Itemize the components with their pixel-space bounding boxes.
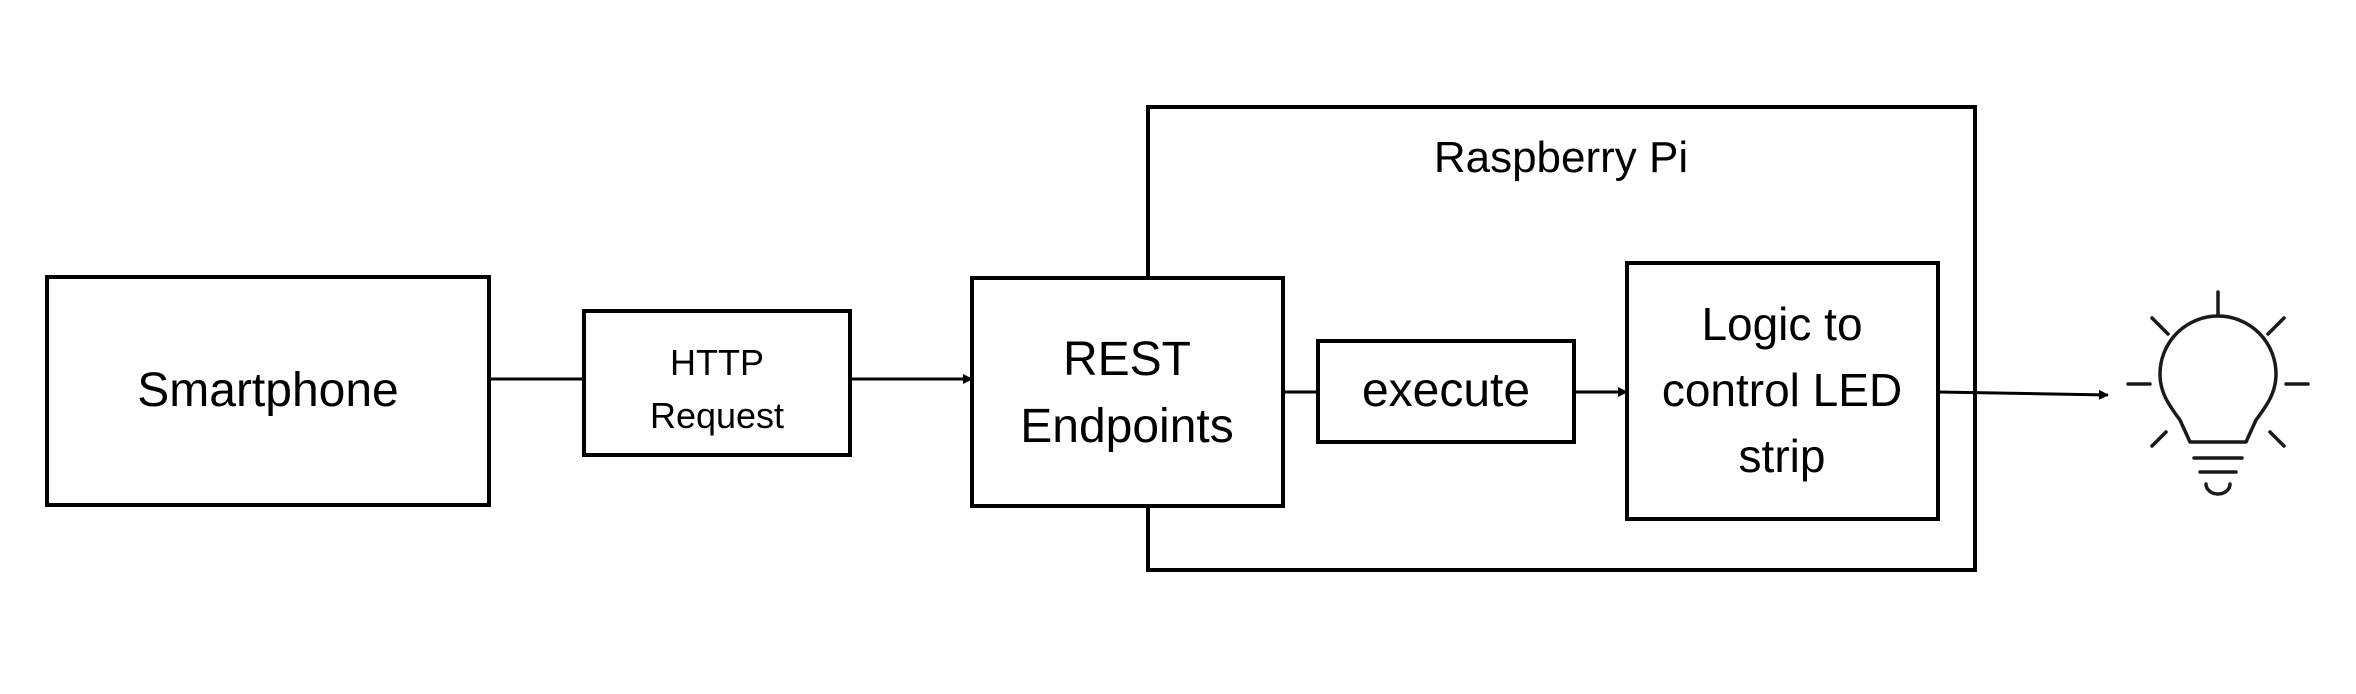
rest-endpoints-node: REST Endpoints [970, 276, 1285, 508]
rest-endpoints-label-line1: REST [1063, 333, 1191, 386]
led-logic-node: Logic to control LED strip [1625, 261, 1940, 521]
raspberry-pi-label: Raspberry Pi [1434, 133, 1688, 182]
led-logic-label-line1: Logic to [1701, 298, 1862, 350]
led-logic-label-line2: control LED [1662, 364, 1902, 416]
http-request-label-line2: Request [650, 395, 784, 436]
http-request-node: HTTP Request [582, 309, 852, 457]
execute-node: execute [1316, 339, 1576, 444]
http-request-label-line1: HTTP [670, 342, 764, 383]
smartphone-node: Smartphone [45, 275, 491, 507]
rest-endpoints-label-line2: Endpoints [1020, 400, 1234, 453]
led-logic-label-line3: strip [1739, 430, 1826, 482]
execute-label: execute [1362, 364, 1530, 417]
light-bulb-icon [2126, 290, 2310, 496]
arrow-logic-to-bulb [1937, 389, 2109, 400]
smartphone-label: Smartphone [137, 364, 399, 417]
